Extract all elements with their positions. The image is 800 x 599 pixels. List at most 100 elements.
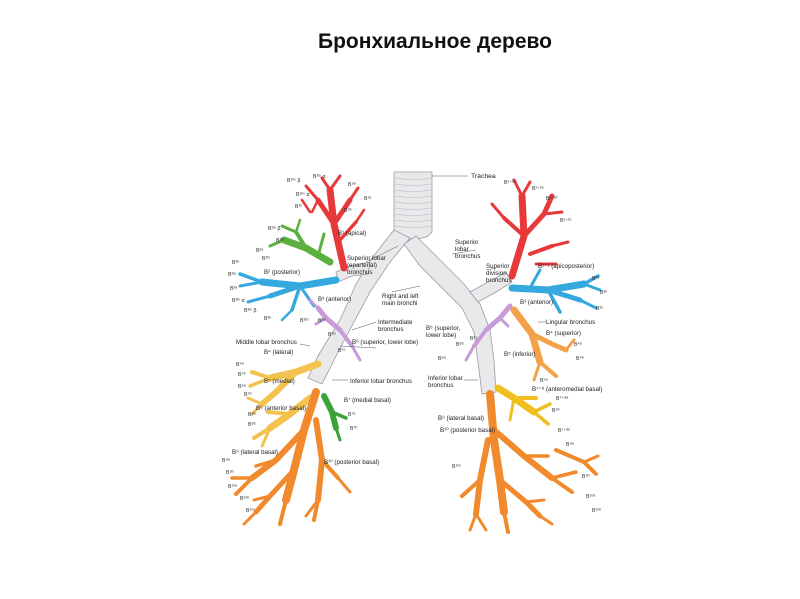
label-b2: B² (posterior): [264, 269, 300, 276]
subsegment-label-right: B⁴ᵃ: [236, 362, 244, 368]
label-b7: B⁷ (medial basal): [344, 397, 391, 404]
subsegment-label-right: B¹⁰ᶜ: [246, 508, 255, 514]
subsegment-label-right: B³ᵃ: [230, 286, 237, 292]
right-superior-lower-segment: [308, 298, 362, 362]
subsegment-label-right: B¹ᵃ: [364, 196, 371, 202]
subsegment-label-left: B⁴ᵇ: [576, 356, 584, 362]
subsegment-label-right: B⁹ᵇ: [226, 470, 234, 476]
subsegment-label-left: B⁷⁺⁸ᵃ: [556, 396, 568, 402]
subsegment-label-right: B¹ᵇⁱⁱ α: [296, 191, 309, 198]
left-upper-trunk: [469, 271, 513, 303]
subsegment-label-right: B¹ᵇ: [295, 204, 302, 210]
subsegment-label-right: B⁶ᵇ: [328, 332, 336, 338]
left-lingular-segments: [510, 306, 576, 382]
subsegment-label-left: B³ᵃ: [592, 276, 599, 282]
subsegment-label-right: B⁴ᵇ: [238, 372, 246, 378]
right-medial-basal-segment: [321, 393, 348, 442]
subsegment-label-right: B²ᵇⁱ: [262, 255, 270, 262]
label-b3-left: B³ (anterior): [520, 299, 553, 306]
label-trachea: Trachea: [471, 173, 496, 180]
subsegment-label-left: B⁶ᶜ: [470, 336, 478, 342]
right-middle-lobe: [246, 360, 322, 416]
label-superior-lobar-right: Superior lobar(eparterial)bronchus: [347, 255, 386, 276]
label-b10: B¹⁰ (posterior basal): [324, 459, 379, 466]
right-apical-segment: [300, 174, 366, 272]
subsegment-label-right: B⁶ᵃ: [318, 318, 326, 324]
subsegment-label-right: B¹ᵇⁱⁱ β: [287, 177, 300, 184]
right-posterior-segment: [268, 218, 334, 266]
right-main-bronchus: [307, 229, 411, 385]
subsegment-label-right: B⁵ᵃ: [238, 384, 246, 390]
label-lingular: Lingular bronchus: [546, 319, 595, 326]
subsegment-label-left: B³ᶜ: [596, 306, 603, 312]
subsegment-label-right: B³ᵇⁱ α: [232, 297, 245, 304]
left-apicoposterior-segment: [490, 178, 570, 280]
subsegment-label-right: B²ᵃⁱ β: [268, 225, 280, 232]
right-basal-segments: [230, 388, 352, 526]
subsegment-label-left: B¹⁰ᶜ: [452, 464, 461, 470]
subsegment-label-left: B⁶ᵇ: [456, 342, 464, 348]
right-anterior-basal-segment: [252, 394, 314, 448]
subsegment-label-left: B³ᵇ: [600, 290, 607, 296]
label-b5-inferior: B⁵ (inferior): [504, 351, 535, 358]
subsegment-label-left: B⁹ᵃ: [566, 442, 574, 448]
subsegment-label-left: B¹⁰ᵇ: [592, 508, 601, 514]
subsegment-label-left: B⁷⁺⁸ᵇ: [558, 428, 570, 434]
subsegment-label-right: B¹ᵃⁱ: [348, 181, 356, 188]
left-main-bronchus: [403, 235, 497, 395]
subsegment-label-right: B²ᵃ: [256, 248, 263, 254]
label-b4-lateral: B⁴ (lateral): [264, 349, 293, 356]
subsegment-label-left: B¹⁰ᵃ: [586, 494, 595, 500]
subsegment-label-right: B¹ᵇⁱ α: [313, 173, 326, 180]
label-b12-left: B¹⁺² (apicoposterior): [538, 263, 594, 270]
subsegment-label-left: B¹⁺²ᵇ: [546, 196, 558, 202]
trachea: [393, 171, 433, 240]
subsegment-label-left: B¹⁺²ᵃ: [532, 186, 544, 192]
leader-lines: [299, 175, 546, 381]
subsegment-label-left: B⁵ᵃ: [540, 378, 548, 384]
left-anteromedial-basal-segment: [494, 384, 552, 426]
label-b10-left: B¹⁰ (posterior basal): [440, 427, 495, 434]
label-b1: B¹ (apical): [338, 230, 366, 237]
page-title: Бронхиальное дерево: [318, 30, 552, 53]
label-inferior-lobar-right: Inferior lobar bronchus: [350, 378, 412, 385]
left-basal-segments: [460, 390, 600, 534]
subsegment-label-left: B⁴ᵃ: [574, 342, 582, 348]
subsegment-label-right: B⁵ᵇ: [244, 392, 252, 398]
label-b6: B⁶ (superior, lower lobe): [352, 339, 418, 346]
label-b5-medial: B⁵ (medial): [264, 378, 295, 385]
subsegment-label-right: B³ᵃⁱ: [228, 271, 236, 278]
subsegment-label-left: B¹⁺²ᶜ: [560, 218, 572, 224]
subsegment-label-left: B¹⁺²ᵃⁱ: [504, 179, 517, 186]
label-b3: B³ (anterior): [318, 296, 351, 303]
subsegment-label-left: B⁵ᵇ: [552, 408, 560, 414]
subsegment-label-right: B³ᵇⁱ β: [244, 307, 257, 314]
subsegment-label-right: B⁷ᵃ: [348, 412, 355, 418]
label-b6-left: B⁶ (superior,lower lobe): [426, 325, 460, 339]
subsegment-label-left: B⁹ᵇ: [582, 474, 590, 480]
subsegment-label-right: B³ᵇ: [264, 316, 271, 322]
subsegment-label-right: B¹⁰ᵇ: [240, 496, 249, 502]
left-superior-lower-segment: [464, 303, 513, 362]
subsegment-label-right: B²ᵇ: [232, 260, 239, 266]
subsegment-label-right: B⁷ᵇ: [350, 426, 357, 432]
label-b8: B⁸ (anterior basal): [256, 405, 306, 412]
subsegment-label-right: B³ᵇⁱⁱ: [300, 317, 309, 324]
subsegment-label-right: B⁶ᶜ: [338, 348, 346, 354]
label-b9-left: B⁹ (lateral basal): [438, 415, 484, 422]
subsegment-label-right: B¹ᵇⁱ: [344, 207, 352, 214]
label-middle-lobar: Middle lobar bronchus: [236, 339, 297, 346]
subsegment-label-right: B²ᵃⁱ: [276, 237, 284, 244]
label-b9: B⁹ (lateral basal): [232, 449, 278, 456]
subsegment-label-right: B⁹ᵃ: [222, 458, 230, 464]
subsegment-label-right: B⁸ᵃ: [248, 412, 256, 418]
label-b4-superior: B⁴ (superior): [546, 330, 581, 337]
